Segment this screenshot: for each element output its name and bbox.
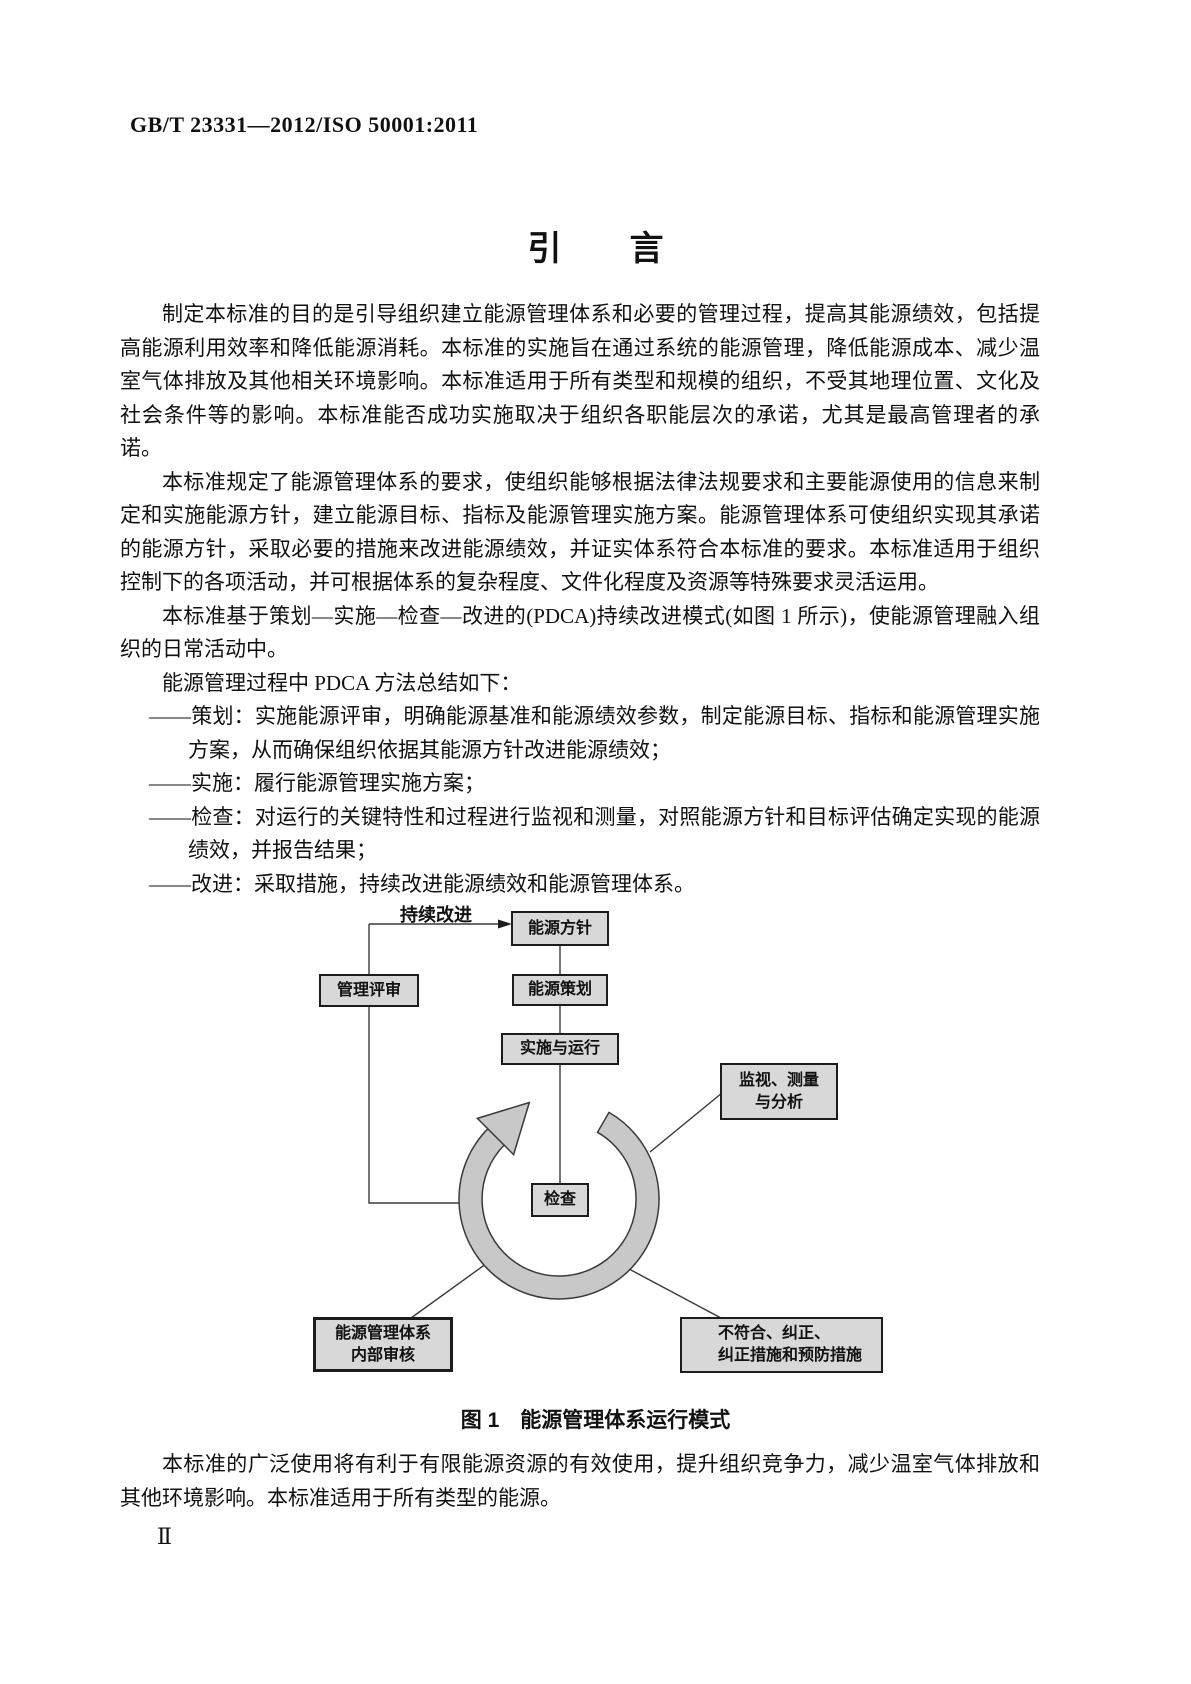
cycle-audit-connector bbox=[410, 1260, 491, 1319]
pdca-bullet-do: ——实施：履行能源管理实施方案； bbox=[149, 771, 485, 795]
closing-text: 本标准的广泛使用将有利于有限能源资源的有效使用，提升组织竞争力，减少温室气体排放… bbox=[120, 1448, 1040, 1515]
closing-paragraph: 本标准的广泛使用将有利于有限能源资源的有效使用，提升组织竞争力，减少温室气体排放… bbox=[120, 1452, 1040, 1510]
intro-paragraph-2: 本标准规定了能源管理体系的要求，使组织能够根据法律法规要求和主要能源使用的信息来… bbox=[120, 469, 1040, 595]
pdca-bullet-act: ——改进：采取措施，持续改进能源绩效和能源管理体系。 bbox=[149, 871, 695, 896]
checking-node: 检查 bbox=[531, 1183, 589, 1217]
introduction-text: 制定本标准的目的是引导组织建立能源管理体系和必要的管理过程，提高其能源绩效，包括… bbox=[120, 298, 1040, 901]
intro-paragraph-1: 制定本标准的目的是引导组织建立能源管理体系和必要的管理过程，提高其能源绩效，包括… bbox=[120, 302, 1040, 460]
intro-paragraph-4: 能源管理过程中 PDCA 方法总结如下： bbox=[162, 670, 522, 695]
pdca-bullet-plan: ——策划：实施能源评审，明确能源基准和能源绩效参数，制定能源目标、指标和能源管理… bbox=[149, 704, 1040, 762]
nonconformity-corrective-preventive-node: 不符合、纠正、 纠正措施和预防措施 bbox=[680, 1317, 883, 1373]
pdca-cycle-arrowhead bbox=[475, 1101, 531, 1157]
management-review-node: 管理评审 bbox=[319, 974, 419, 1007]
energy-policy-node: 能源方针 bbox=[511, 911, 609, 946]
pdca-bullet-check: ——检查：对运行的关键特性和过程进行监视和测量，对照能源方针和目标评估确定实现的… bbox=[149, 804, 1040, 863]
implementation-operation-node: 实施与运行 bbox=[501, 1033, 619, 1065]
standard-code-header: GB/T 23331—2012/ISO 50001:2011 bbox=[130, 112, 479, 137]
review-feedback-line bbox=[368, 924, 459, 1204]
continual-improvement-arrowhead bbox=[498, 919, 512, 929]
figure-1-caption: 图 1 能源管理体系运行模式 bbox=[460, 1409, 731, 1432]
continual-improvement-label: 持续改进 bbox=[400, 905, 472, 925]
internal-audit-node: 能源管理体系 内部审核 bbox=[313, 1317, 453, 1372]
page-number: Ⅱ bbox=[157, 1524, 172, 1549]
cycle-monitoring-connector bbox=[649, 1092, 723, 1153]
intro-paragraph-3: 本标准基于策划—实施—检查—改进的(PDCA)持续改进模式(如图 1 所示)，使… bbox=[120, 603, 1040, 662]
monitoring-measurement-analysis-node: 监视、测量 与分析 bbox=[720, 1063, 838, 1120]
energy-planning-node: 能源策划 bbox=[512, 974, 608, 1006]
cycle-nonconformity-connector bbox=[628, 1268, 722, 1319]
page-title: 引 言 bbox=[527, 230, 664, 268]
pdca-cycle-ring bbox=[458, 1111, 660, 1300]
